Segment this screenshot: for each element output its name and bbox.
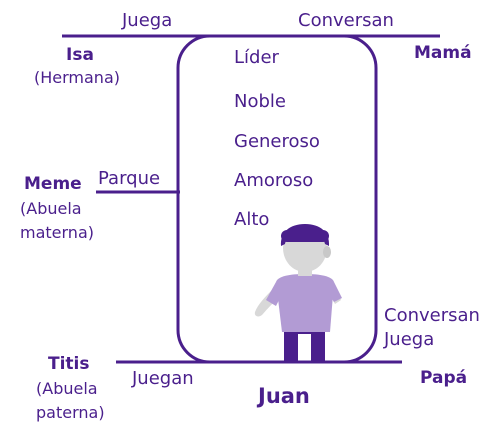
isa-activity-label: Juega bbox=[122, 10, 173, 31]
trait-5: Alto bbox=[234, 209, 270, 230]
papa-name: Papá bbox=[420, 368, 468, 388]
person-name: Juan bbox=[258, 384, 310, 408]
meme-name: Meme bbox=[24, 174, 82, 194]
isa-name: Isa bbox=[66, 45, 94, 65]
isa-role: (Hermana) bbox=[34, 68, 120, 87]
child-figure bbox=[254, 224, 342, 362]
mama-activity-label: Conversan bbox=[298, 10, 394, 31]
meme-role-line2: materna) bbox=[20, 223, 94, 242]
titis-activity-label: Juegan bbox=[132, 368, 194, 389]
titis-role-line2: paterna) bbox=[36, 403, 105, 422]
trait-3: Generoso bbox=[234, 131, 320, 152]
papa-activity-line1: Conversan bbox=[384, 305, 480, 326]
titis-name: Titis bbox=[48, 354, 90, 374]
papa-activity-line2: Juega bbox=[384, 329, 435, 350]
traits-box bbox=[176, 34, 378, 364]
titis-role-line1: (Abuela bbox=[36, 379, 98, 398]
trait-4: Amoroso bbox=[234, 170, 314, 191]
trait-2: Noble bbox=[234, 91, 286, 112]
meme-role-line1: (Abuela bbox=[20, 199, 82, 218]
meme-activity-label: Parque bbox=[98, 168, 161, 189]
mama-name: Mamá bbox=[414, 43, 472, 63]
trait-1: Líder bbox=[234, 47, 279, 68]
